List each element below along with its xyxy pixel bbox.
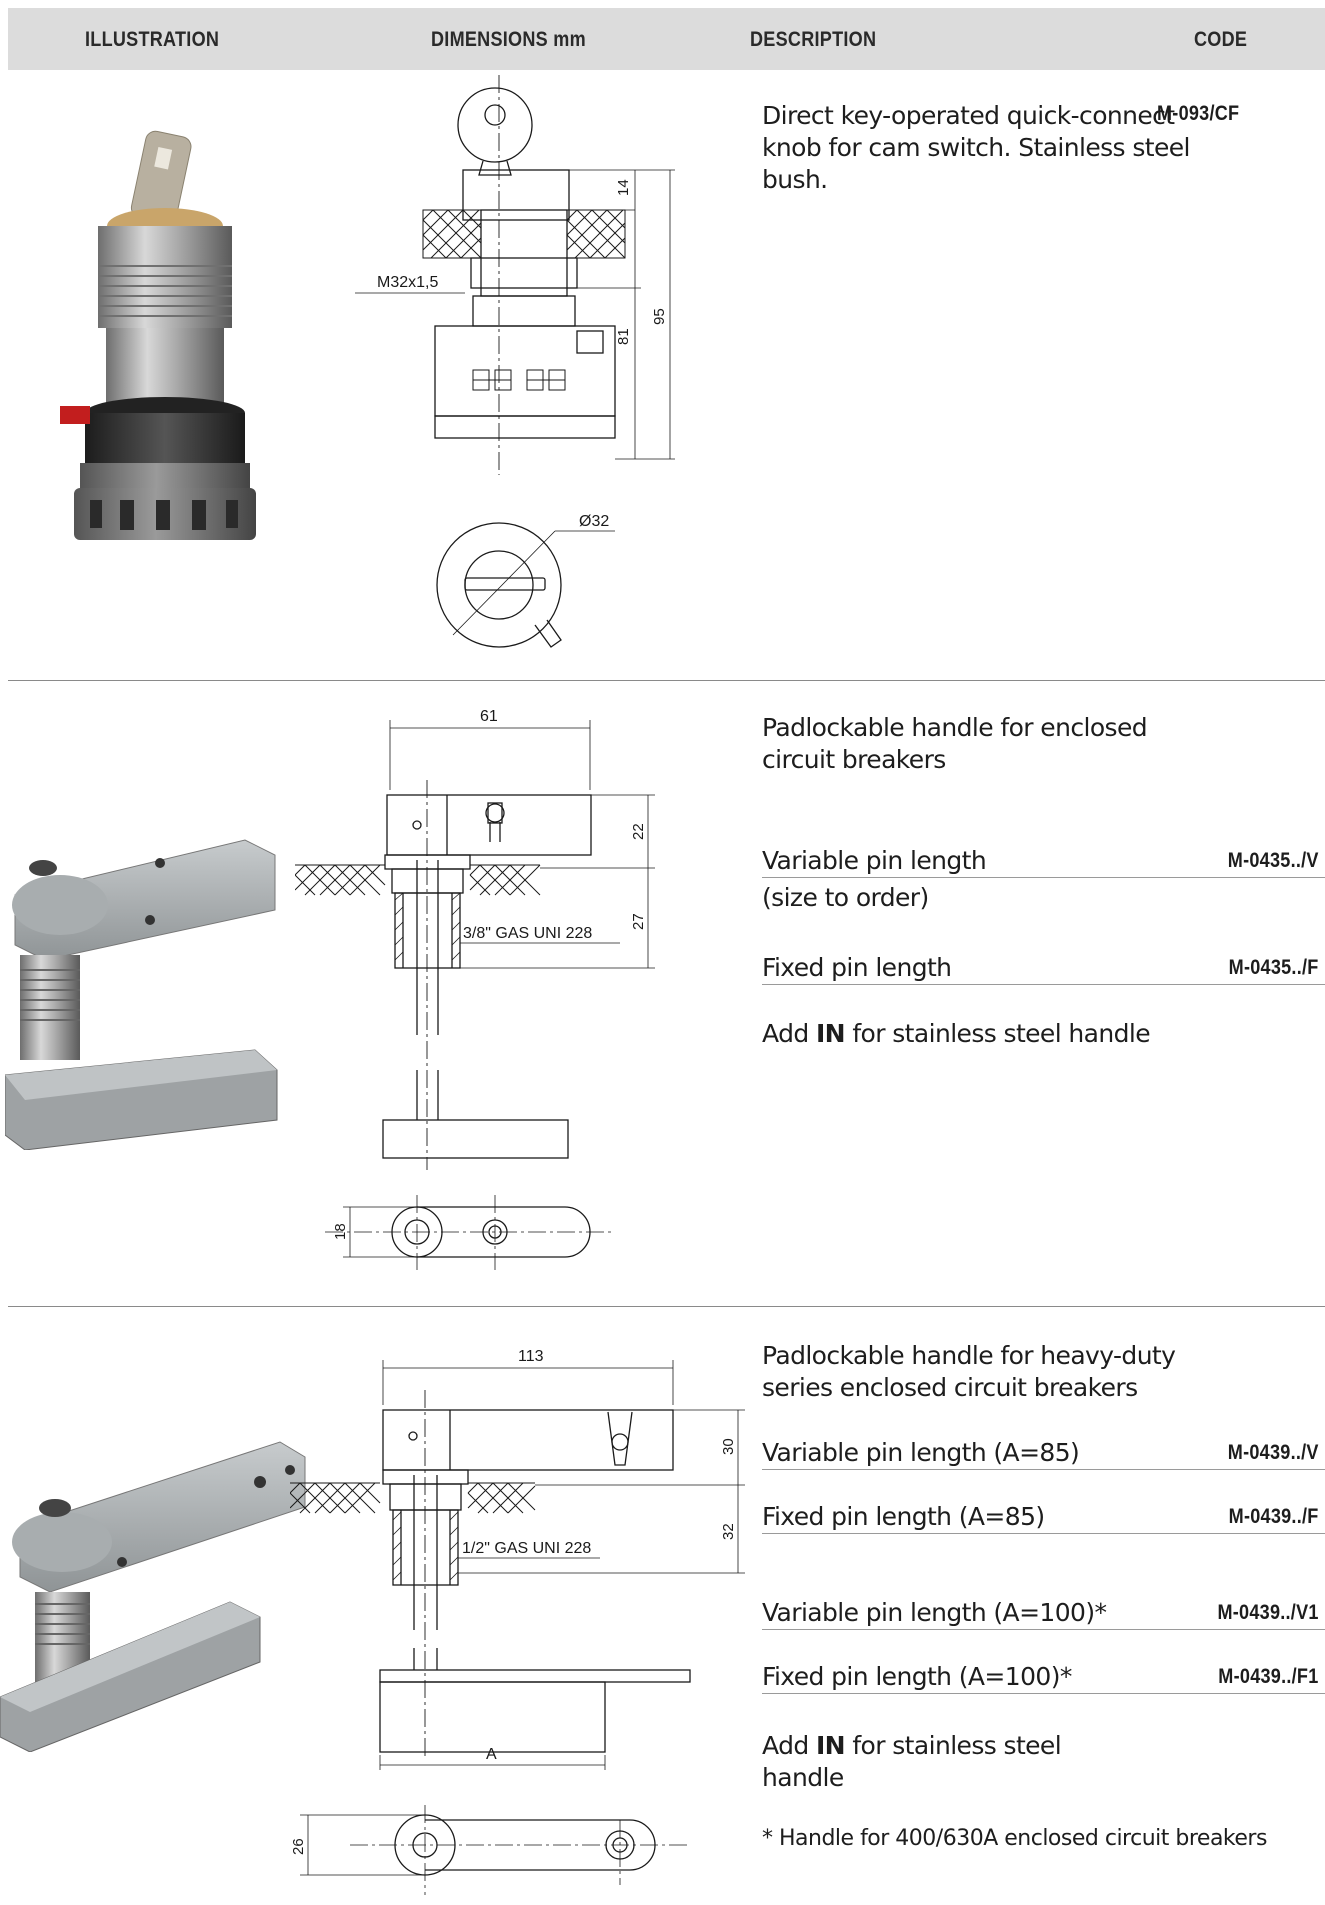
row2-add-note: Add IN for stainless steel handle <box>762 1019 1151 1048</box>
option-code: M-0439../V <box>1228 1441 1319 1464</box>
dim-95-label: 95 <box>651 308 668 325</box>
row1-description: Direct key-operated quick-connect knob f… <box>762 100 1190 196</box>
padlock-handle-drawing: 61 22 27 3/8" GAS UNI 228 18 <box>295 708 655 1270</box>
row1-desc-line: Direct key-operated quick-connect <box>762 101 1175 130</box>
key-knob-drawing: M32x1,5 14 81 95 Ø32 <box>355 75 675 648</box>
row3-option-fixed-85: Fixed pin length (A=85) M-0439../F <box>762 1499 1325 1534</box>
row-divider <box>8 1306 1325 1307</box>
row3-add-note: Add IN for stainless steel handle <box>762 1731 1062 1792</box>
row1-desc-line: bush. <box>762 165 828 194</box>
row2-size-note: (size to order) <box>762 883 929 912</box>
option-code: M-0435../F <box>1229 956 1319 979</box>
row3-desc-line: series enclosed circuit breakers <box>762 1373 1138 1402</box>
row1-code: M-093/CF <box>1157 102 1240 125</box>
option-code: M-0439../V1 <box>1217 1601 1319 1624</box>
header-dimensions: DIMENSIONS mm <box>431 28 586 51</box>
dim-81-label: 81 <box>615 328 632 345</box>
option-label: Fixed pin length (A=85) <box>762 1502 1045 1531</box>
row1-desc-line: knob for cam switch. Stainless steel <box>762 133 1190 162</box>
heavy-duty-handle-photo <box>0 1441 306 1752</box>
row3-option-variable-85: Variable pin length (A=85) M-0439../V <box>762 1435 1325 1470</box>
row3-desc-line: Padlockable handle for heavy-duty <box>762 1341 1176 1370</box>
option-label: Variable pin length (A=100)* <box>762 1598 1107 1627</box>
dim-thread-label: 3/8" GAS UNI 228 <box>463 925 592 942</box>
dim-113-label: 113 <box>518 1348 544 1365</box>
dim-thread-label: 1/2" GAS UNI 228 <box>462 1540 591 1557</box>
option-label: Fixed pin length <box>762 953 952 982</box>
row2-desc-line: Padlockable handle for enclosed <box>762 713 1148 742</box>
heavy-duty-handle-drawing: 113 A 30 32 1/2" GAS UNI 228 <box>290 1348 745 1895</box>
dim-22-label: 22 <box>630 823 647 840</box>
row3-footnote: * Handle for 400/630A enclosed circuit b… <box>762 1826 1267 1851</box>
option-code: M-0439../F <box>1229 1505 1319 1528</box>
dim-18-label: 18 <box>332 1223 349 1240</box>
option-code: M-0439../F1 <box>1218 1665 1319 1688</box>
option-label: Fixed pin length (A=100)* <box>762 1662 1072 1691</box>
table-header: ILLUSTRATION DIMENSIONS mm DESCRIPTION C… <box>8 8 1325 70</box>
row3-option-fixed-100: Fixed pin length (A=100)* M-0439../F1 <box>762 1659 1325 1694</box>
row2-description: Padlockable handle for enclosed circuit … <box>762 712 1148 776</box>
dim-A-label: A <box>486 1746 497 1763</box>
row3-description: Padlockable handle for heavy-duty series… <box>762 1340 1176 1404</box>
dim-61-label: 61 <box>480 708 498 725</box>
dim-thread-label: M32x1,5 <box>377 274 438 291</box>
row2-option-variable: Variable pin length M-0435../V <box>762 843 1325 878</box>
header-code: CODE <box>1194 28 1248 51</box>
header-description: DESCRIPTION <box>750 28 877 51</box>
dim-32-label: 32 <box>720 1523 737 1540</box>
row-divider <box>8 680 1325 681</box>
dim-diameter-label: Ø32 <box>579 513 609 530</box>
dim-26-label: 26 <box>290 1838 307 1855</box>
option-label: Variable pin length <box>762 846 987 875</box>
row2-option-fixed: Fixed pin length M-0435../F <box>762 950 1325 985</box>
padlock-handle-photo <box>5 839 278 1150</box>
row3-option-variable-100: Variable pin length (A=100)* M-0439../V1 <box>762 1595 1325 1630</box>
option-label: Variable pin length (A=85) <box>762 1438 1080 1467</box>
dim-30-label: 30 <box>720 1438 737 1455</box>
dim-14-label: 14 <box>615 179 632 196</box>
dim-27-label: 27 <box>630 913 647 930</box>
key-knob-photo <box>60 130 256 540</box>
header-illustration: ILLUSTRATION <box>85 28 220 51</box>
row2-desc-line: circuit breakers <box>762 745 946 774</box>
option-code: M-0435../V <box>1228 849 1319 872</box>
